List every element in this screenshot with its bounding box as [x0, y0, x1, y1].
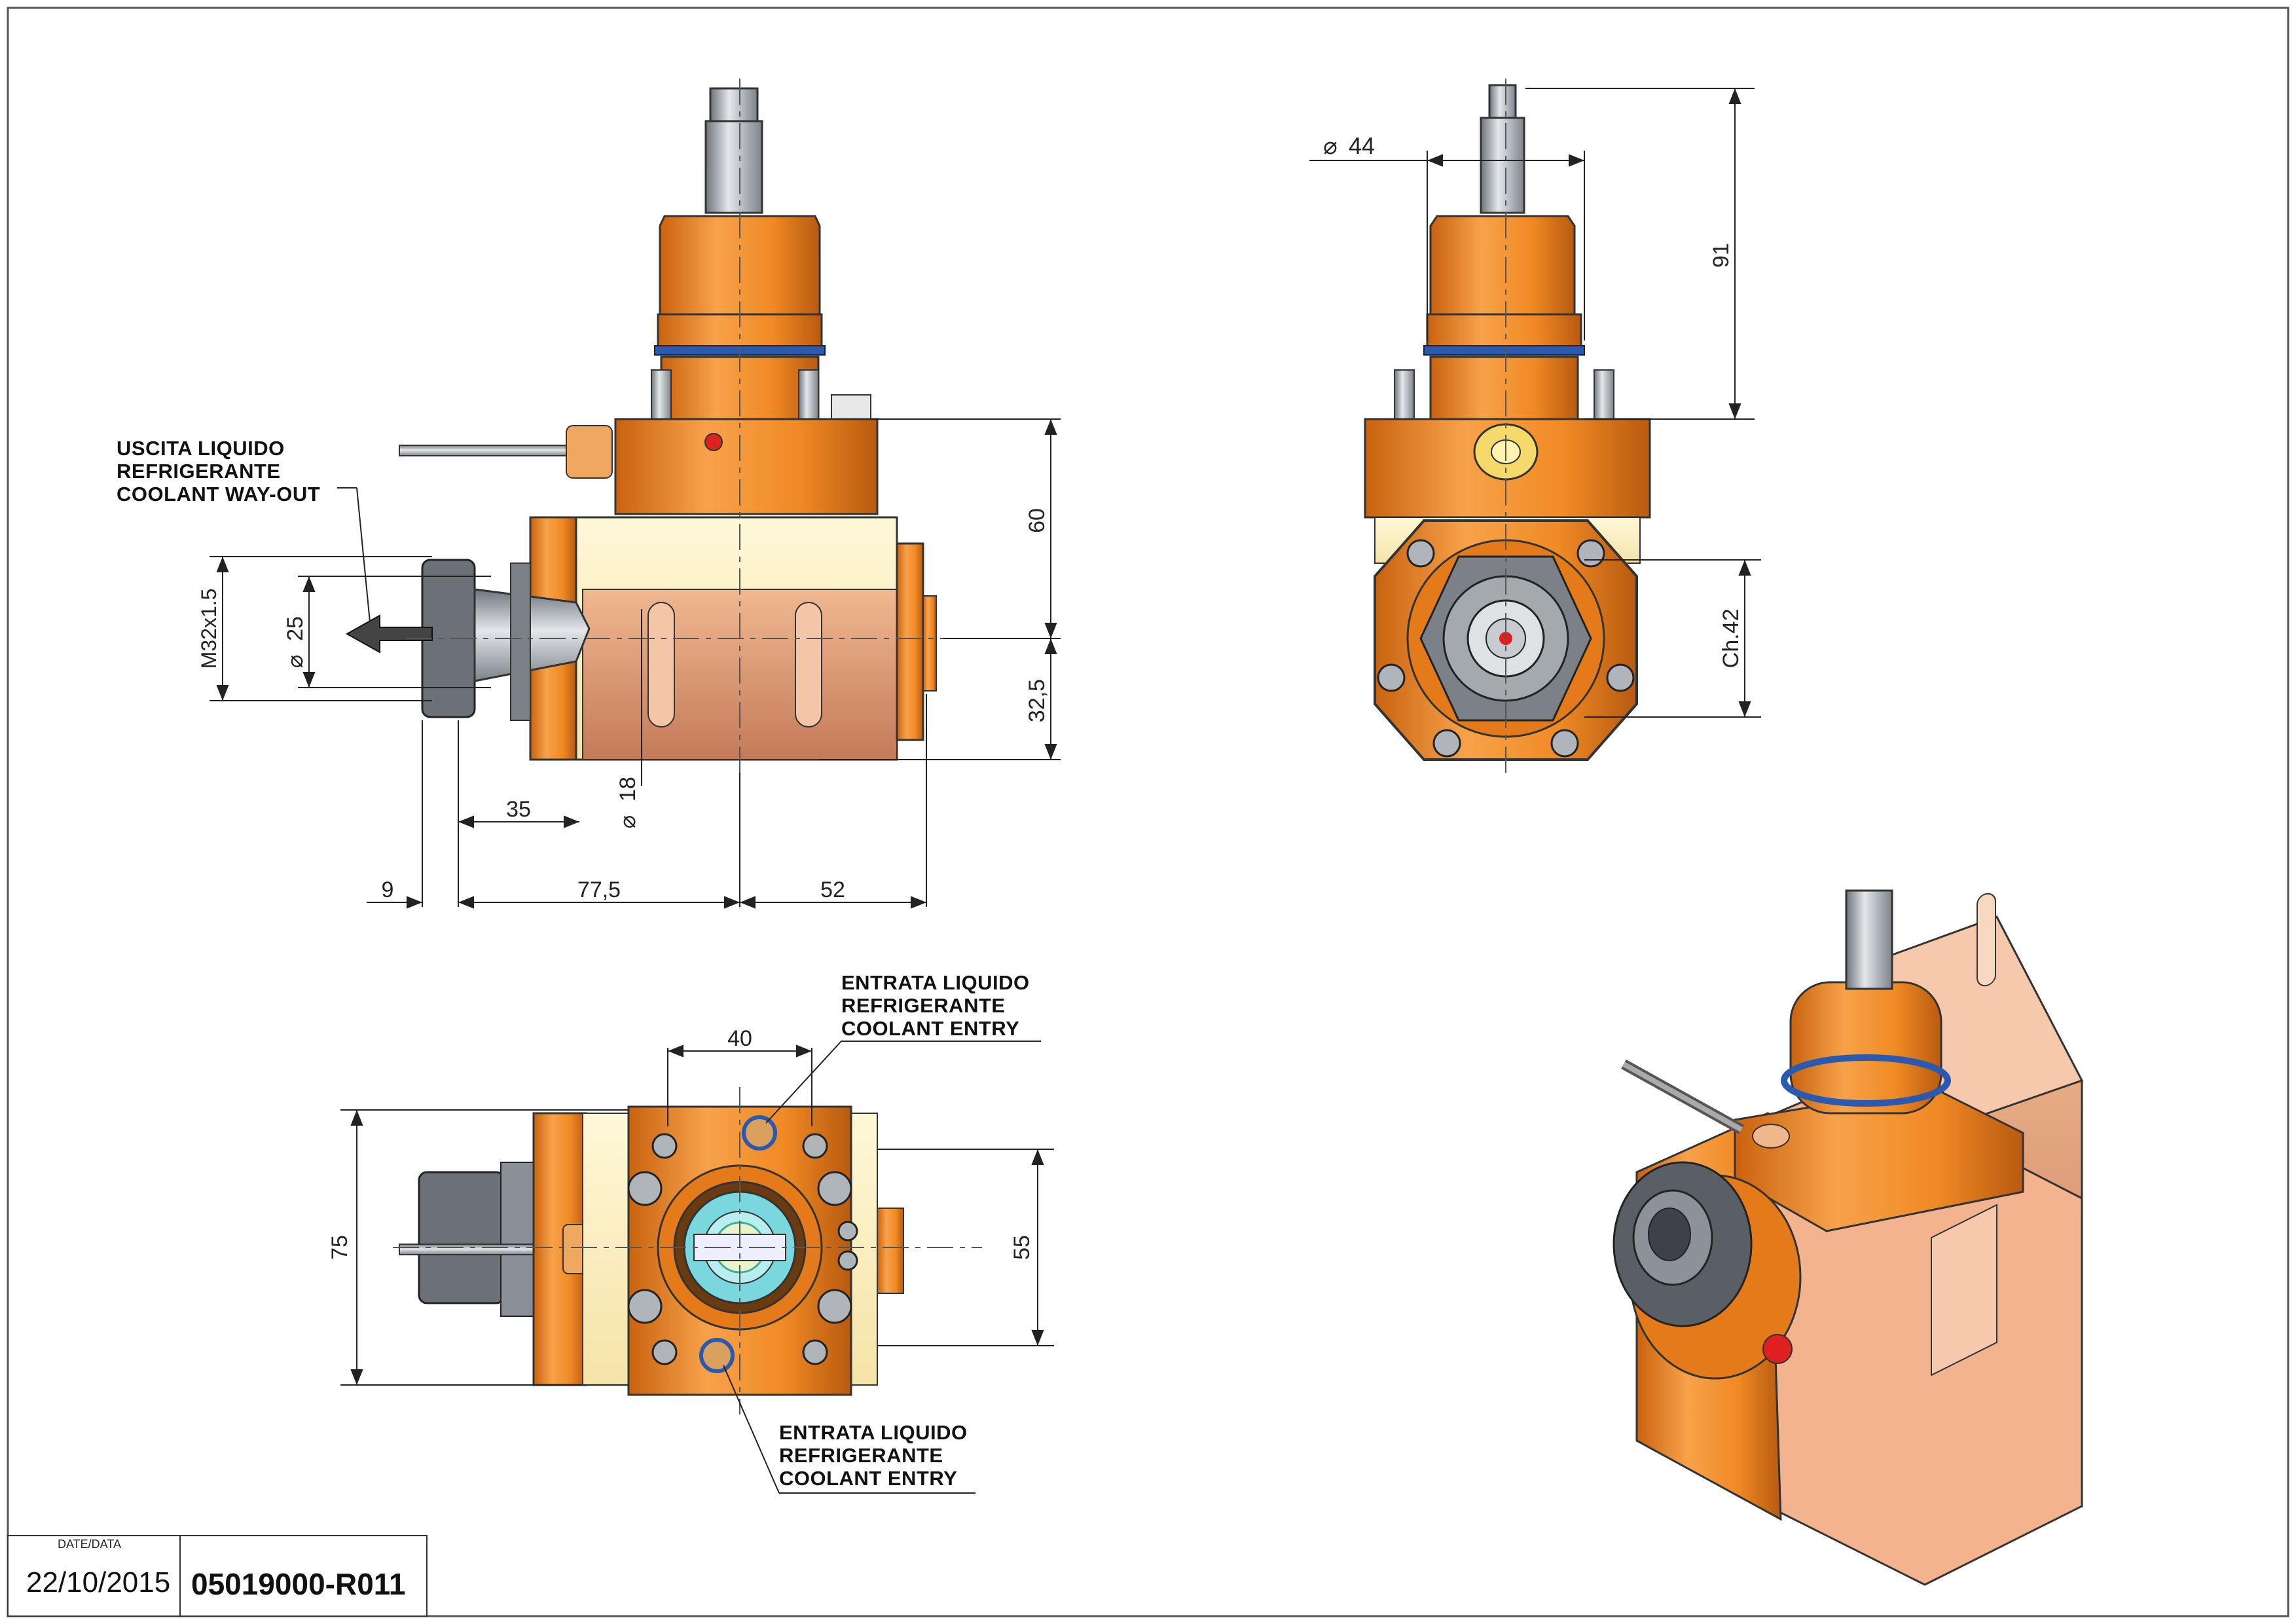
dim-9: 9: [382, 877, 394, 902]
dim-dia-18: 18: [615, 777, 640, 802]
dim-55: 55: [1010, 1235, 1034, 1260]
dim-32-5: 32,5: [1025, 679, 1049, 722]
dim-ch42: Ch.42: [1719, 609, 1743, 669]
callout-coolant-entry-top: ENTRATA LIQUIDO REFRIGERANTE COOLANT ENT…: [841, 971, 1030, 1040]
dim-dia-25: 25: [283, 616, 308, 641]
title-block: [7, 1535, 428, 1617]
bottom-view: 40 75 55: [327, 1026, 1054, 1494]
dim-60: 60: [1025, 508, 1049, 533]
date-value: 22/10/2015: [26, 1566, 171, 1598]
dim-dia-18-symbol: ⌀: [615, 815, 640, 828]
callout-line: COOLANT ENTRY: [841, 1017, 1020, 1040]
callout-line: COOLANT WAY-OUT: [117, 483, 321, 506]
callout-line: REFRIGERANTE: [841, 994, 1006, 1017]
dim-52: 52: [820, 877, 845, 902]
dim-35: 35: [506, 797, 531, 822]
callout-coolant-entry-bottom: ENTRATA LIQUIDO REFRIGERANTE COOLANT ENT…: [779, 1421, 968, 1490]
dim-77-5: 77,5: [577, 877, 621, 902]
callout-line: COOLANT ENTRY: [779, 1467, 958, 1490]
dim-dia-44-symbol: ⌀: [1323, 132, 1338, 159]
dim-40: 40: [727, 1026, 752, 1051]
callout-coolant-way-out: USCITA LIQUIDO REFRIGERANTE COOLANT WAY-…: [117, 437, 320, 506]
callout-line: REFRIGERANTE: [117, 460, 281, 483]
dim-dia-44: 44: [1349, 132, 1375, 159]
dim-75: 75: [327, 1235, 352, 1260]
callout-line: ENTRATA LIQUIDO: [779, 1421, 968, 1444]
front-view: ⌀ 44 91 Ch.42: [1309, 79, 1761, 773]
date-label: DATE/DATA: [58, 1538, 122, 1551]
callout-line: ENTRATA LIQUIDO: [841, 971, 1030, 994]
dim-dia-25-symbol: ⌀: [283, 655, 308, 668]
callout-line: USCITA LIQUIDO: [117, 437, 285, 460]
dim-thread: M32x1.5: [197, 589, 221, 669]
isometric-view: [1613, 889, 2084, 1586]
drawing-code: 05019000-R011: [191, 1567, 406, 1601]
sheet-border: [7, 7, 2289, 1617]
dim-91: 91: [1709, 243, 1734, 268]
side-view: 60 32,5 M32x1.5 ⌀ 25 ⌀ 18 35 9 77,5 52: [197, 79, 1061, 909]
callout-line: REFRIGERANTE: [779, 1444, 943, 1467]
